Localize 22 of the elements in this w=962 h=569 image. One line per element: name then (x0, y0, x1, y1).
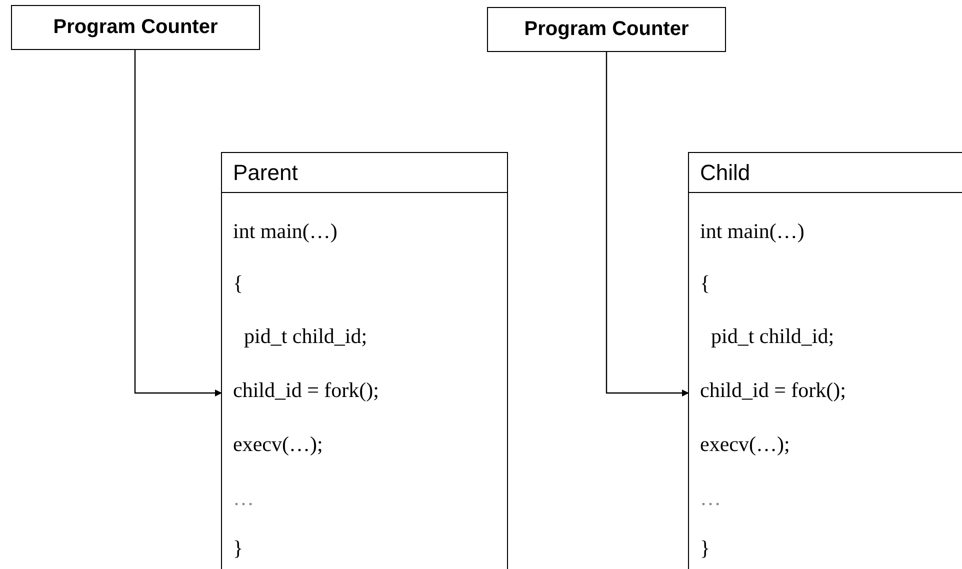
arrow (134, 50, 222, 396)
code-line: execv(…); (222, 432, 323, 462)
code-line: child_id = fork(); (689, 378, 846, 408)
code-line: … (689, 486, 721, 516)
code-line: int main(…) (222, 219, 338, 249)
process-frame (688, 152, 962, 569)
code-line: pid_t child_id; (222, 324, 368, 354)
code-line: } (222, 536, 244, 566)
code-line: … (222, 486, 254, 516)
code-line: execv(…); (689, 432, 790, 462)
frame-header: Parent (222, 153, 507, 193)
code-line: { (222, 271, 244, 301)
frame-header: Child (689, 153, 962, 193)
code-line: child_id = fork(); (222, 378, 379, 408)
process-frame (221, 152, 508, 569)
code-line: } (689, 536, 710, 566)
arrow (606, 52, 689, 396)
label-box: Program Counter (11, 5, 260, 50)
code-line: { (689, 271, 710, 301)
label-box: Program Counter (487, 7, 726, 52)
code-line: int main(…) (689, 219, 804, 249)
code-line: pid_t child_id; (689, 324, 834, 354)
